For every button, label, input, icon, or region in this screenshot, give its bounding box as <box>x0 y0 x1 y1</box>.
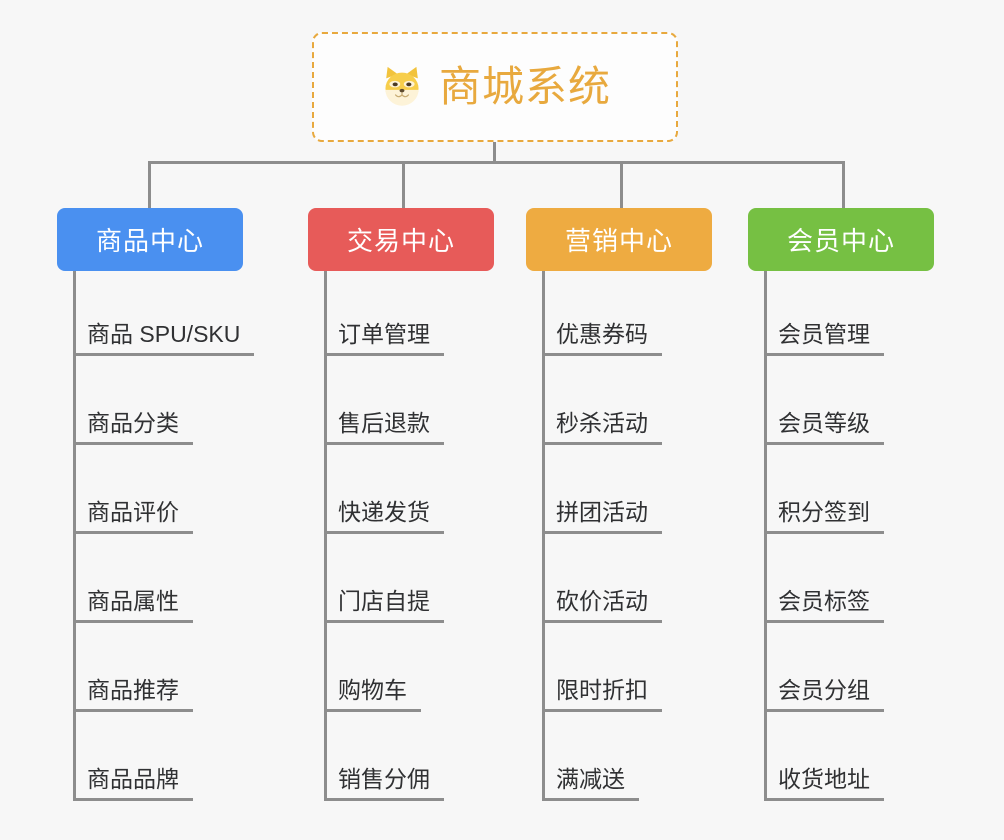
branch-item-label: 商品分类 <box>87 410 179 437</box>
branch-item[interactable]: 商品属性 <box>73 563 193 623</box>
connector-root-stem <box>493 142 496 163</box>
branch-item[interactable]: 限时折扣 <box>542 652 662 712</box>
connector-drop-3 <box>620 161 623 209</box>
branch-item-label: 积分签到 <box>778 499 870 526</box>
branch-item-label: 会员管理 <box>778 321 870 348</box>
branch-item[interactable]: 会员等级 <box>764 385 884 445</box>
branch-item-label: 会员分组 <box>778 677 870 704</box>
branch-spine <box>324 271 327 801</box>
branch-item[interactable]: 收货地址 <box>764 741 884 801</box>
branch-item[interactable]: 会员分组 <box>764 652 884 712</box>
branch-item-label: 限时折扣 <box>556 677 648 704</box>
branch-header-label: 会员中心 <box>786 226 895 256</box>
branch-item[interactable]: 积分签到 <box>764 474 884 534</box>
branch-item-label: 商品 SPU/SKU <box>87 321 241 348</box>
branch-spine <box>73 271 76 801</box>
branch-header-label: 交易中心 <box>346 226 455 256</box>
branch-item-label: 销售分佣 <box>338 766 430 793</box>
branch-header-2[interactable]: 营销中心 <box>526 208 712 271</box>
branch-header-label: 营销中心 <box>564 226 673 256</box>
connector-drop-4 <box>842 161 845 209</box>
branch-item-label: 满减送 <box>556 766 625 793</box>
shiba-dog-face-icon <box>379 64 425 110</box>
branch-item-label: 秒杀活动 <box>556 410 648 437</box>
branch-item[interactable]: 优惠券码 <box>542 296 662 356</box>
branch-item-label: 会员等级 <box>778 410 870 437</box>
root-title: 商城系统 <box>438 63 611 110</box>
branch-item[interactable]: 会员标签 <box>764 563 884 623</box>
connector-bus <box>148 161 845 164</box>
branch-item-label: 拼团活动 <box>556 499 648 526</box>
branch-spine <box>764 271 767 801</box>
branch-item[interactable]: 订单管理 <box>324 296 444 356</box>
branch-item[interactable]: 会员管理 <box>764 296 884 356</box>
connector-drop-1 <box>148 161 151 209</box>
branch-item[interactable]: 商品 SPU/SKU <box>73 296 255 356</box>
branch-item-label: 门店自提 <box>338 588 430 615</box>
branch-item[interactable]: 拼团活动 <box>542 474 662 534</box>
branch-item-label: 收货地址 <box>778 766 870 793</box>
branch-item[interactable]: 秒杀活动 <box>542 385 662 445</box>
branch-item[interactable]: 砍价活动 <box>542 563 662 623</box>
connector-drop-2 <box>402 161 405 209</box>
branch-item-label: 商品属性 <box>87 588 179 615</box>
branch-item-label: 优惠券码 <box>556 321 648 348</box>
branch-item[interactable]: 商品分类 <box>73 385 193 445</box>
branch-header-0[interactable]: 商品中心 <box>57 208 243 271</box>
branch-item[interactable]: 快递发货 <box>324 474 444 534</box>
branch-item-label: 购物车 <box>338 677 407 704</box>
branch-item[interactable]: 商品评价 <box>73 474 193 534</box>
root-node[interactable]: 商城系统 <box>312 32 678 142</box>
branch-item-label: 砍价活动 <box>556 588 648 615</box>
branch-item[interactable]: 门店自提 <box>324 563 444 623</box>
branch-item[interactable]: 商品推荐 <box>73 652 193 712</box>
branch-item[interactable]: 满减送 <box>542 741 639 801</box>
branch-item-label: 商品推荐 <box>87 677 179 704</box>
branch-spine <box>542 271 545 801</box>
branch-header-1[interactable]: 交易中心 <box>308 208 494 271</box>
branch-item-label: 商品品牌 <box>87 766 179 793</box>
branch-item[interactable]: 商品品牌 <box>73 741 193 801</box>
branch-header-label: 商品中心 <box>95 226 204 256</box>
branch-item[interactable]: 销售分佣 <box>324 741 444 801</box>
branch-header-3[interactable]: 会员中心 <box>748 208 934 271</box>
branch-item-label: 商品评价 <box>87 499 179 526</box>
branch-item[interactable]: 购物车 <box>324 652 421 712</box>
branch-item-label: 快递发货 <box>338 499 430 526</box>
branch-item-label: 订单管理 <box>338 321 430 348</box>
branch-item-label: 会员标签 <box>778 588 870 615</box>
branch-item[interactable]: 售后退款 <box>324 385 444 445</box>
branch-item-label: 售后退款 <box>338 410 430 437</box>
